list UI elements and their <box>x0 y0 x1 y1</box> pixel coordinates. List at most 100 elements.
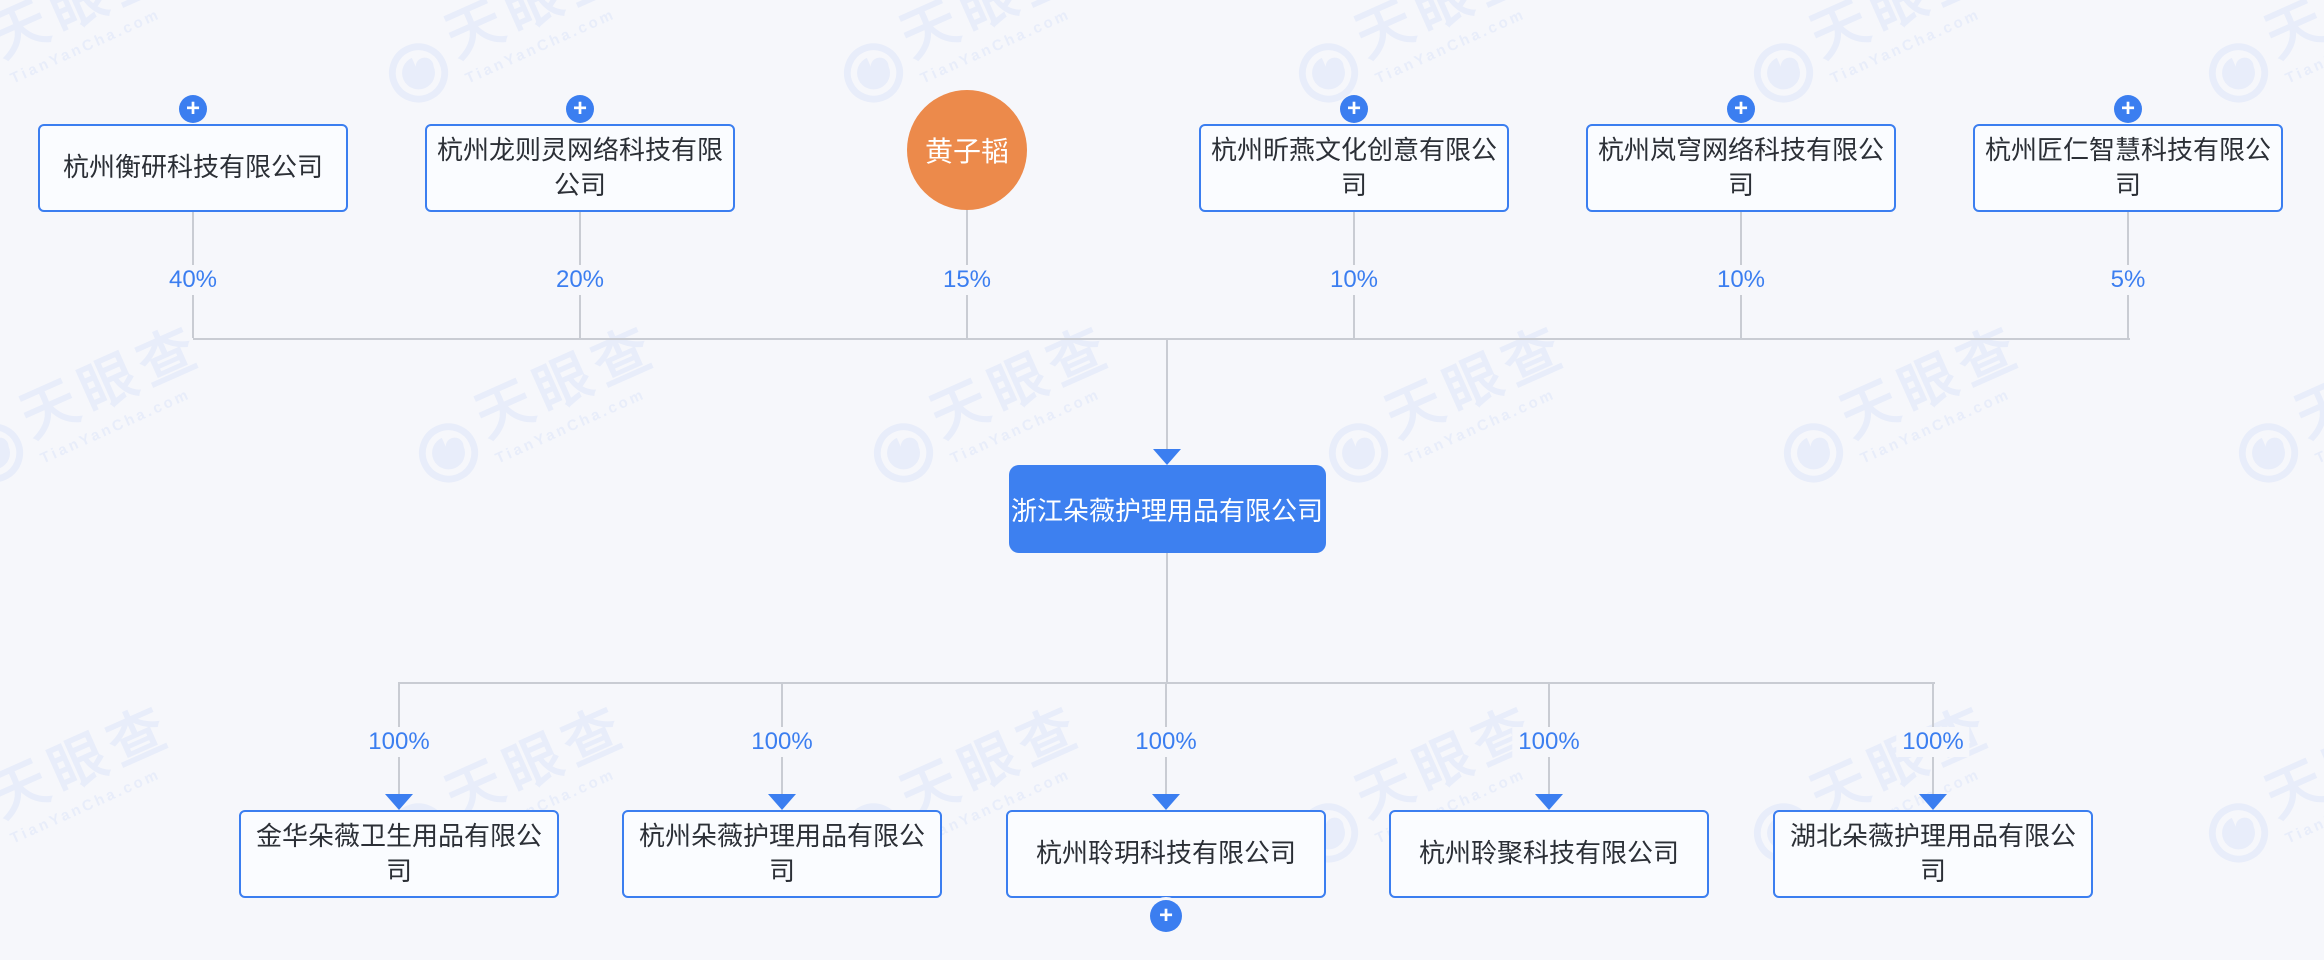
subsidiary-node[interactable]: 湖北朵薇护理用品有限公司 <box>1773 810 2093 898</box>
watermark: 天眼查 TianYanCha.com <box>0 682 223 876</box>
watermark-domain: TianYanCha.com <box>1827 5 1984 88</box>
subsidiary-node[interactable]: 金华朵薇卫生用品有限公司 <box>239 810 559 898</box>
subsidiary-name: 杭州朵薇护理用品有限公司 <box>638 820 925 886</box>
shareholder-name: 杭州岚穹网络科技有限公司 <box>1598 134 1885 200</box>
subsidiary-name: 金华朵薇卫生用品有限公司 <box>255 820 542 886</box>
watermark-domain: TianYanCha.com <box>917 5 1074 88</box>
subsidiary-bus-line <box>399 682 1935 684</box>
watermark-domain: TianYanCha.com <box>1372 5 1529 88</box>
subsidiary-node[interactable]: 杭州聆聚科技有限公司 <box>1389 810 1709 898</box>
person-node[interactable]: 黄子韬 <box>907 90 1027 210</box>
watermark-domain: TianYanCha.com <box>37 385 194 468</box>
watermark-domain: TianYanCha.com <box>2282 5 2324 88</box>
watermark: 天眼查 TianYanCha.com <box>2222 302 2324 496</box>
tianyancha-logo-icon <box>2238 423 2299 483</box>
ownership-percent-label: 100% <box>1896 727 1970 757</box>
watermark-domain: TianYanCha.com <box>7 765 164 848</box>
ownership-percent-label: 20% <box>549 265 611 295</box>
watermark: 天眼查 TianYanCha.com <box>2192 0 2324 117</box>
watermark-brand: 天眼查 <box>891 693 1093 830</box>
subsidiary-node[interactable]: 杭州朵薇护理用品有限公司 <box>622 810 942 898</box>
watermark-brand: 天眼查 <box>436 693 638 830</box>
expand-icon[interactable]: + <box>566 95 594 123</box>
watermark: 天眼查 TianYanCha.com <box>1767 302 2073 496</box>
expand-icon[interactable]: + <box>179 95 207 123</box>
ownership-percent-label: 100% <box>745 727 819 757</box>
watermark-brand: 天眼查 <box>466 313 668 450</box>
plus-glyph: + <box>2120 95 2135 122</box>
shareholder-node[interactable]: 杭州岚穹网络科技有限公司 <box>1586 124 1896 212</box>
ownership-percent-label: 10% <box>1323 265 1385 295</box>
plus-glyph: + <box>185 95 200 122</box>
ownership-percent-label: 10% <box>1710 265 1772 295</box>
tianyancha-logo-icon <box>388 43 449 103</box>
watermark: 天眼查 TianYanCha.com <box>2192 682 2324 876</box>
watermark-domain: TianYanCha.com <box>492 385 649 468</box>
watermark-text: 天眼查 TianYanCha.com <box>2286 313 2324 468</box>
watermark-text: 天眼查 TianYanCha.com <box>0 693 190 848</box>
watermark-text: 天眼查 TianYanCha.com <box>2256 693 2324 848</box>
subsidiary-name: 湖北朵薇护理用品有限公司 <box>1789 820 2076 886</box>
ownership-percent-label: 100% <box>362 727 436 757</box>
target-company-node[interactable]: 浙江朵薇护理用品有限公司 <box>1008 465 1326 553</box>
ownership-percent-label: 100% <box>1129 727 1203 757</box>
ownership-percent-label: 100% <box>1512 727 1586 757</box>
tianyancha-logo-icon <box>0 792 4 874</box>
target-company-name: 浙江朵薇护理用品有限公司 <box>1010 495 1323 526</box>
tianyancha-logo-icon <box>418 423 479 483</box>
tianyancha-logo-icon <box>0 32 4 114</box>
shareholder-node[interactable]: 杭州匠仁智慧科技有限公司 <box>1973 124 2283 212</box>
shareholder-bus-line <box>193 338 2130 340</box>
watermark: 天眼查 TianYanCha.com <box>1737 0 2043 117</box>
arrow-down-icon <box>1535 794 1563 810</box>
watermark-domain: TianYanCha.com <box>947 385 1104 468</box>
watermark-brand: 天眼查 <box>1831 313 2033 450</box>
tianyancha-logo-icon <box>2208 43 2269 103</box>
watermark-text: 天眼查 TianYanCha.com <box>11 313 221 468</box>
watermark: 天眼查 TianYanCha.com <box>402 302 708 496</box>
connector-line <box>1166 338 1168 452</box>
shareholder-node[interactable]: 杭州昕燕文化创意有限公司 <box>1199 124 1509 212</box>
shareholder-node[interactable]: 杭州衡研科技有限公司 <box>38 124 348 212</box>
expand-icon[interactable]: + <box>1150 900 1182 932</box>
watermark-domain: TianYanCha.com <box>1857 385 2014 468</box>
watermark-brand: 天眼查 <box>1376 313 1578 450</box>
watermark-domain: TianYanCha.com <box>7 5 164 88</box>
arrow-down-icon <box>385 794 413 810</box>
ownership-percent-label: 5% <box>2104 265 2152 295</box>
watermark-domain: TianYanCha.com <box>2282 765 2324 848</box>
plus-glyph: + <box>1733 95 1748 122</box>
watermark-brand: 天眼查 <box>2256 693 2324 830</box>
tianyancha-logo-icon <box>873 423 934 483</box>
person-name: 黄子韬 <box>924 136 1009 167</box>
ownership-percent-label: 15% <box>936 265 998 295</box>
subsidiary-node[interactable]: 杭州聆玥科技有限公司 <box>1006 810 1326 898</box>
watermark-domain: TianYanCha.com <box>1402 385 1559 468</box>
expand-icon[interactable]: + <box>1727 95 1755 123</box>
tianyancha-logo-icon <box>2208 803 2269 863</box>
arrow-down-icon <box>1153 449 1181 465</box>
shareholder-name: 杭州昕燕文化创意有限公司 <box>1211 134 1498 200</box>
watermark-domain: TianYanCha.com <box>462 5 619 88</box>
watermark: 天眼查 TianYanCha.com <box>1312 302 1618 496</box>
watermark-text: 天眼查 TianYanCha.com <box>2256 0 2324 88</box>
expand-icon[interactable]: + <box>1340 95 1368 123</box>
watermark-text: 天眼查 TianYanCha.com <box>0 0 190 87</box>
shareholder-node[interactable]: 杭州龙则灵网络科技有限公司 <box>425 124 735 212</box>
watermark-text: 天眼查 TianYanCha.com <box>1346 0 1556 88</box>
watermark-brand: 天眼查 <box>1346 0 1548 70</box>
shareholder-name: 杭州匠仁智慧科技有限公司 <box>1985 134 2272 200</box>
tianyancha-logo-icon <box>0 423 24 483</box>
watermark: 天眼查 TianYanCha.com <box>1282 0 1588 117</box>
watermark-text: 天眼查 TianYanCha.com <box>891 0 1101 88</box>
shareholder-name: 杭州衡研科技有限公司 <box>62 152 323 183</box>
watermark-brand: 天眼查 <box>1346 693 1548 830</box>
arrow-down-icon <box>1919 794 1947 810</box>
watermark-domain: TianYanCha.com <box>2312 385 2324 468</box>
watermark: 天眼查 TianYanCha.com <box>0 302 253 496</box>
expand-icon[interactable]: + <box>2114 95 2142 123</box>
watermark-brand: 天眼查 <box>0 693 183 830</box>
tianyancha-logo-icon <box>1753 43 1814 103</box>
watermark-brand: 天眼查 <box>2256 0 2324 70</box>
watermark-brand: 天眼查 <box>1801 0 2003 70</box>
